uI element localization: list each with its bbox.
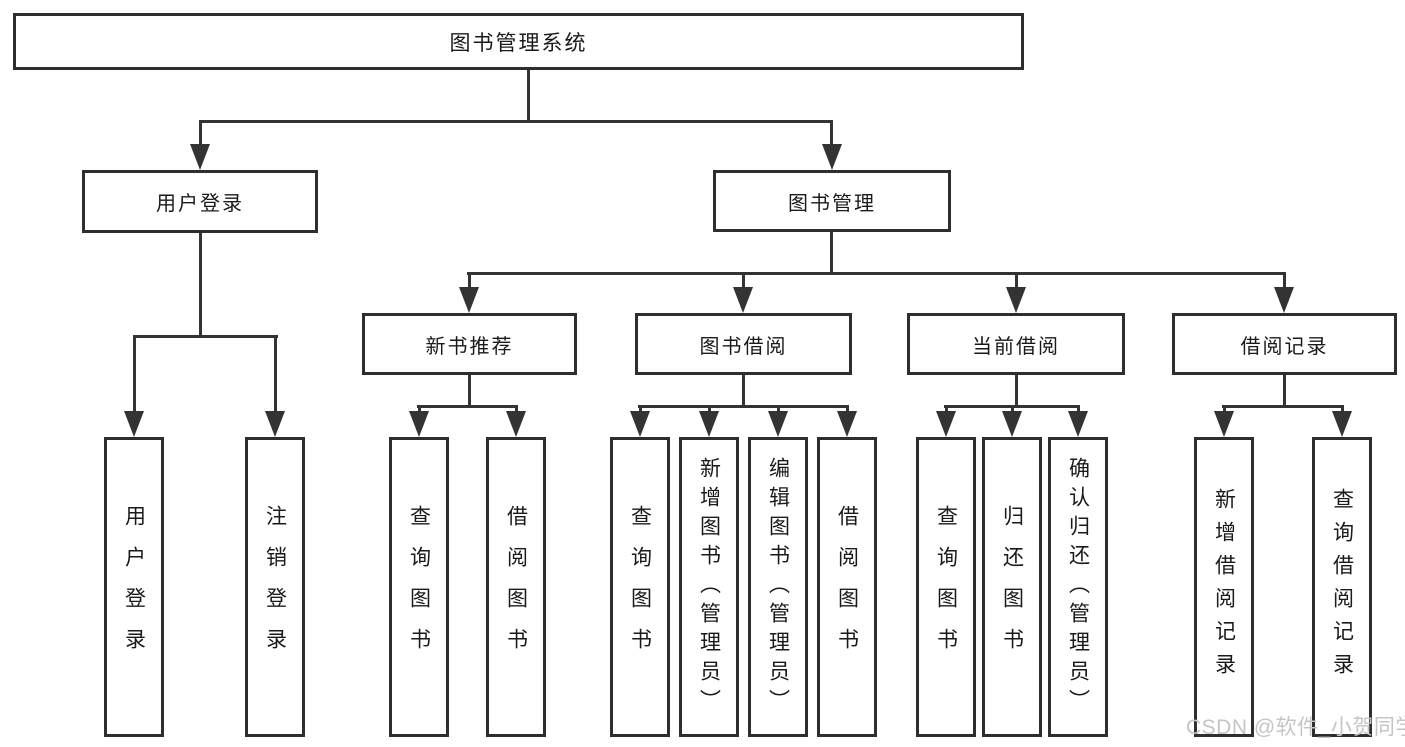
arrow-down-icon	[124, 411, 144, 437]
leaf-confirm-return-admin: 确认归还（管理员）	[1048, 437, 1108, 737]
connector-line	[515, 405, 518, 413]
watermark: CSDN @软件_小贺同学	[1186, 716, 1405, 739]
connector-line	[1283, 272, 1286, 289]
connector-line	[133, 335, 136, 413]
node-label: 当前借阅	[972, 335, 1060, 358]
node-label: 查询图书	[628, 505, 652, 669]
arrow-down-icon	[1214, 411, 1234, 437]
connector-line	[1015, 375, 1018, 407]
arrow-down-icon	[1068, 411, 1088, 437]
arrow-down-icon	[1002, 411, 1022, 437]
arrow-down-icon	[936, 411, 956, 437]
connector-line	[467, 272, 1286, 275]
leaf-query-borrow-record: 查询借阅记录	[1312, 437, 1372, 737]
node-label: 新增借阅记录	[1212, 488, 1236, 686]
node-label: 借阅图书	[504, 505, 528, 669]
node-label: 借阅记录	[1240, 335, 1329, 358]
leaf-add-borrow-record: 新增借阅记录	[1194, 437, 1254, 737]
node-label: 新书推荐	[425, 335, 514, 358]
arrow-down-icon	[733, 287, 753, 313]
leaf-borrow-book: 借阅图书	[486, 437, 546, 737]
leaf-query-book: 查询图书	[610, 437, 670, 737]
node-label: 查询借阅记录	[1330, 488, 1354, 686]
connector-line	[742, 375, 745, 407]
connector-line	[830, 232, 833, 274]
connector-line	[1283, 375, 1286, 407]
node-label: 用户登录	[122, 505, 146, 669]
leaf-query-book: 查询图书	[389, 437, 449, 737]
arrow-down-icon	[265, 411, 285, 437]
node-book-management: 图书管理	[713, 170, 951, 232]
node-label: 借阅图书	[835, 505, 859, 669]
leaf-add-book-admin: 新增图书（管理员）	[679, 437, 739, 737]
connector-line	[830, 120, 833, 146]
connector-line	[133, 335, 278, 338]
connector-line	[639, 405, 642, 413]
connector-line	[199, 120, 202, 146]
connector-line	[468, 375, 471, 407]
arrow-down-icon	[699, 411, 719, 437]
connector-line	[274, 335, 277, 413]
connector-line	[527, 69, 530, 121]
node-label: 查询图书	[407, 505, 431, 669]
connector-line	[742, 272, 745, 289]
connector-line	[1077, 405, 1080, 413]
arrow-down-icon	[768, 411, 788, 437]
node-label: 注销登录	[263, 505, 287, 669]
connector-line	[1015, 272, 1018, 289]
leaf-return-book: 归还图书	[982, 437, 1042, 737]
arrow-down-icon	[630, 411, 650, 437]
connector-line	[468, 272, 471, 289]
arrow-down-icon	[409, 411, 429, 437]
node-label: 图书管理	[788, 192, 876, 215]
connector-line	[1341, 405, 1344, 413]
connector-line	[199, 233, 202, 337]
arrow-down-icon	[1006, 287, 1026, 313]
connector-line	[417, 405, 518, 408]
connector-line	[638, 405, 849, 408]
node-system-root: 图书管理系统	[13, 13, 1024, 70]
arrow-down-icon	[837, 411, 857, 437]
node-borrow-records: 借阅记录	[1172, 313, 1397, 375]
arrow-down-icon	[1332, 411, 1352, 437]
leaf-user-login: 用户登录	[104, 437, 164, 737]
arrow-down-icon	[506, 411, 526, 437]
connector-line	[1011, 405, 1014, 413]
node-label: 图书借阅	[699, 335, 788, 358]
node-label: 确认归还（管理员）	[1066, 456, 1090, 718]
leaf-logout: 注销登录	[245, 437, 305, 737]
node-label: 归还图书	[1000, 505, 1024, 669]
connector-line	[777, 405, 780, 413]
connector-line	[1223, 405, 1226, 413]
leaf-edit-book-admin: 编辑图书（管理员）	[748, 437, 808, 737]
leaf-query-book: 查询图书	[916, 437, 976, 737]
node-label: 用户登录	[156, 193, 244, 215]
arrow-down-icon	[190, 144, 210, 170]
node-label: 查询图书	[934, 505, 958, 669]
node-label: 图书管理系统	[449, 31, 588, 55]
node-label: 编辑图书（管理员）	[766, 456, 790, 718]
node-book-borrow: 图书借阅	[635, 313, 852, 375]
arrow-down-icon	[822, 144, 842, 170]
leaf-borrow-book: 借阅图书	[817, 437, 877, 737]
arrow-down-icon	[459, 287, 479, 313]
connector-line	[1222, 405, 1344, 408]
arrow-down-icon	[1274, 287, 1294, 313]
node-label: 新增图书（管理员）	[697, 456, 721, 718]
connector-line	[945, 405, 948, 413]
connector-line	[418, 405, 421, 413]
node-new-book-recommend: 新书推荐	[362, 313, 577, 375]
node-user-login: 用户登录	[82, 170, 318, 233]
node-current-borrow: 当前借阅	[907, 313, 1125, 375]
connector-line	[708, 405, 711, 413]
connector-line	[199, 120, 833, 123]
connector-line	[846, 405, 849, 413]
